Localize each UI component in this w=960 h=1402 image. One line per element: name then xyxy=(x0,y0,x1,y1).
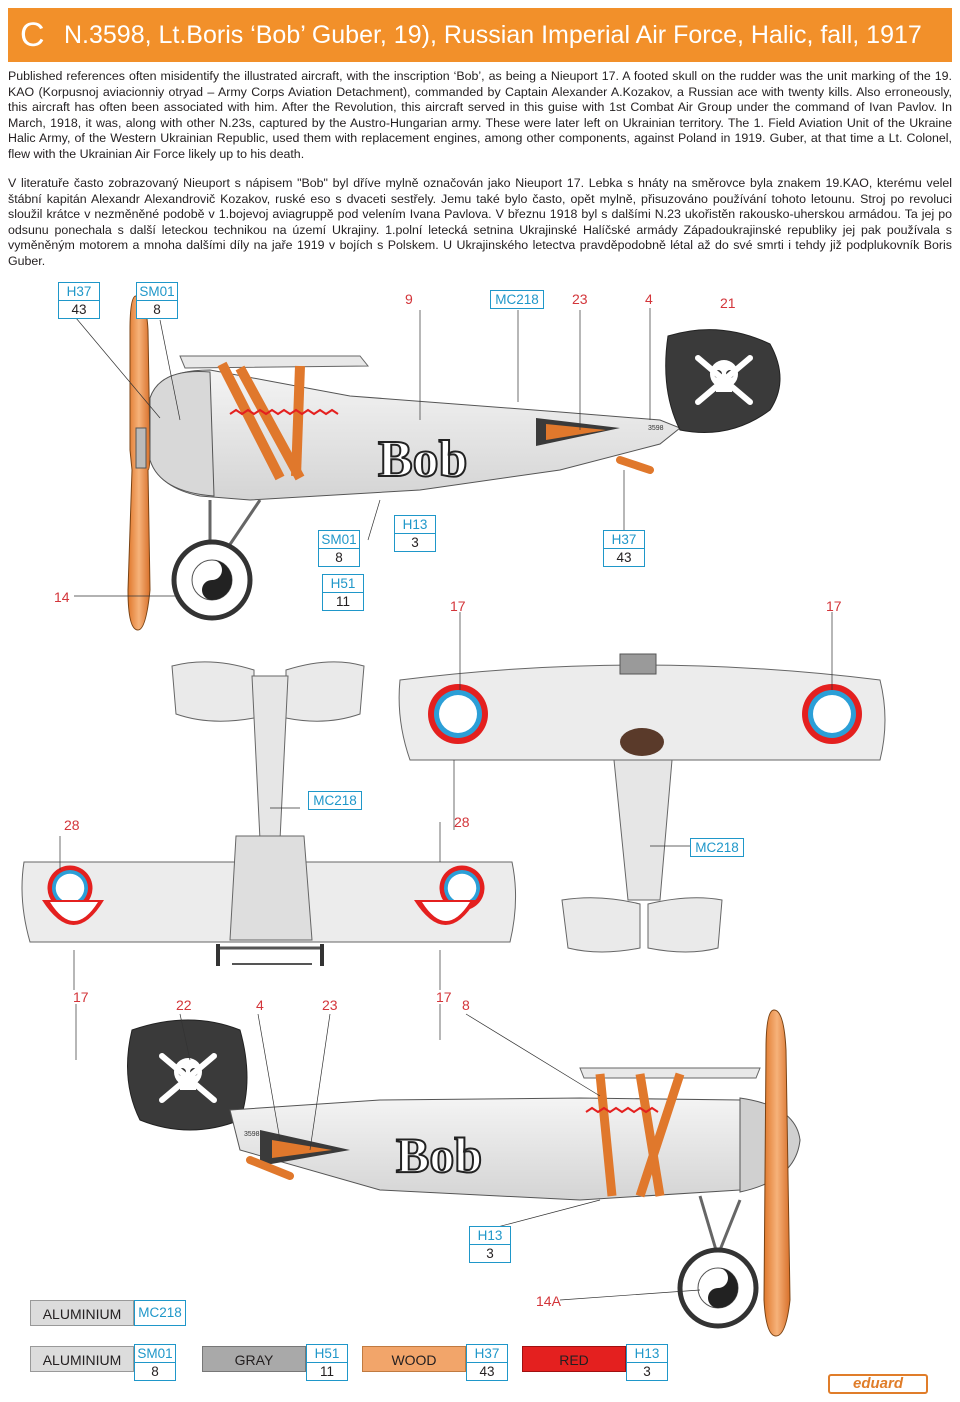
callout-17: 17 xyxy=(436,989,452,1005)
callout-14a: 14A xyxy=(536,1293,561,1309)
svg-text:3598: 3598 xyxy=(244,1131,260,1138)
description-english: Published references often misidentify t… xyxy=(8,69,952,161)
callout-23: 23 xyxy=(322,997,338,1013)
bob-inscription: Bob xyxy=(378,431,468,488)
callout-28: 28 xyxy=(454,814,470,830)
eduard-logo: eduard xyxy=(828,1374,928,1394)
swatch-aluminium: ALUMINIUM xyxy=(30,1346,134,1372)
profile-header: C N.3598, Lt.Boris ‘Bob’ Guber, 19), Rus… xyxy=(8,8,952,62)
bottom-view xyxy=(398,612,886,953)
callout-17: 17 xyxy=(826,598,842,614)
side-view-right: 3598 Bob xyxy=(75,1004,801,1337)
swatch-red: RED xyxy=(522,1346,626,1372)
profile-title: N.3598, Lt.Boris ‘Bob’ Guber, 19), Russi… xyxy=(64,20,922,49)
legend-row-1: ALUMINIUM MC218 xyxy=(0,1300,960,1330)
callout-17: 17 xyxy=(73,989,89,1005)
profile-letter: C xyxy=(20,15,45,54)
callout-22: 22 xyxy=(176,997,192,1013)
code-box: MC218 xyxy=(308,791,362,810)
callout-8: 8 xyxy=(462,997,470,1013)
callout-17: 17 xyxy=(450,598,466,614)
callout-14: 14 xyxy=(54,589,70,605)
swatch-gray: GRAY xyxy=(202,1346,306,1372)
callout-4: 4 xyxy=(256,997,264,1013)
bob-inscription-2: Bob xyxy=(396,1127,482,1183)
top-view xyxy=(21,661,517,990)
description-czech: V literatuře často zobrazovaný Nieuport … xyxy=(8,176,952,268)
code-box: MC218 xyxy=(134,1300,186,1326)
callout-21: 21 xyxy=(720,295,736,311)
callout-9: 9 xyxy=(405,291,413,307)
side-view-left: Bob 3598 xyxy=(74,295,781,631)
code-box: MC218 xyxy=(490,290,544,309)
callout-23: 23 xyxy=(572,291,588,307)
swatch-aluminium: ALUMINIUM xyxy=(30,1300,134,1326)
swatch-wood: WOOD xyxy=(362,1346,466,1372)
callout-28: 28 xyxy=(64,817,80,833)
code-box: MC218 xyxy=(690,838,744,857)
svg-text:3598: 3598 xyxy=(648,425,664,432)
callout-4: 4 xyxy=(645,291,653,307)
